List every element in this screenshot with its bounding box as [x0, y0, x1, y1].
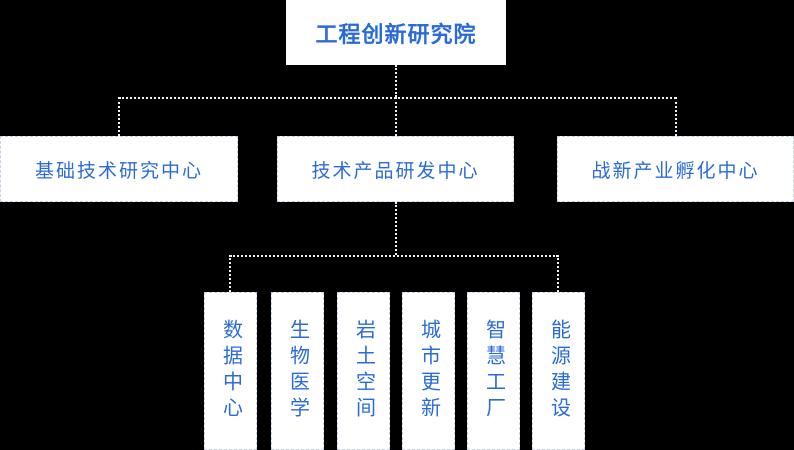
org-node-root: 工程创新研究院 — [286, 0, 506, 65]
org-node-root-label: 工程创新研究院 — [315, 21, 477, 47]
connector-drop-dept-6 — [557, 255, 559, 292]
org-node-label: 基础技术研究中心 — [34, 160, 203, 182]
org-node-dept-biomedicine: 生物医学 — [271, 292, 324, 450]
org-node-label: 能源建设 — [547, 319, 570, 423]
org-node-dept-energy-construction: 能源建设 — [532, 292, 585, 450]
connector-drop-center-3 — [675, 97, 677, 136]
connector-drop-center-2 — [395, 97, 397, 136]
connector-level2-rail — [119, 97, 676, 99]
connector-level3-rail — [230, 255, 558, 257]
connector-drop-dept-1 — [229, 255, 231, 292]
connector-drop-center-1 — [118, 97, 120, 136]
org-node-dept-smart-factory: 智慧工厂 — [467, 292, 520, 450]
org-node-label: 战新产业孵化中心 — [591, 160, 760, 182]
org-node-label: 城市更新 — [417, 319, 440, 423]
org-node-label: 智慧工厂 — [482, 319, 505, 423]
org-node-label: 岩土空间 — [352, 319, 375, 423]
org-node-center-product-rd: 技术产品研发中心 — [277, 136, 514, 202]
org-node-dept-geotechnical-space: 岩土空间 — [337, 292, 390, 450]
org-node-center-incubation: 战新产业孵化中心 — [557, 136, 794, 202]
org-node-center-basic-research: 基础技术研究中心 — [0, 136, 238, 202]
org-node-label: 生物医学 — [286, 319, 309, 423]
org-node-label: 数据中心 — [219, 319, 242, 423]
org-node-label: 技术产品研发中心 — [311, 160, 480, 182]
connector-center-2-drop — [395, 202, 397, 255]
connector-root-drop — [395, 65, 397, 97]
org-node-dept-urban-renewal: 城市更新 — [402, 292, 455, 450]
org-node-dept-data-center: 数据中心 — [204, 292, 257, 450]
